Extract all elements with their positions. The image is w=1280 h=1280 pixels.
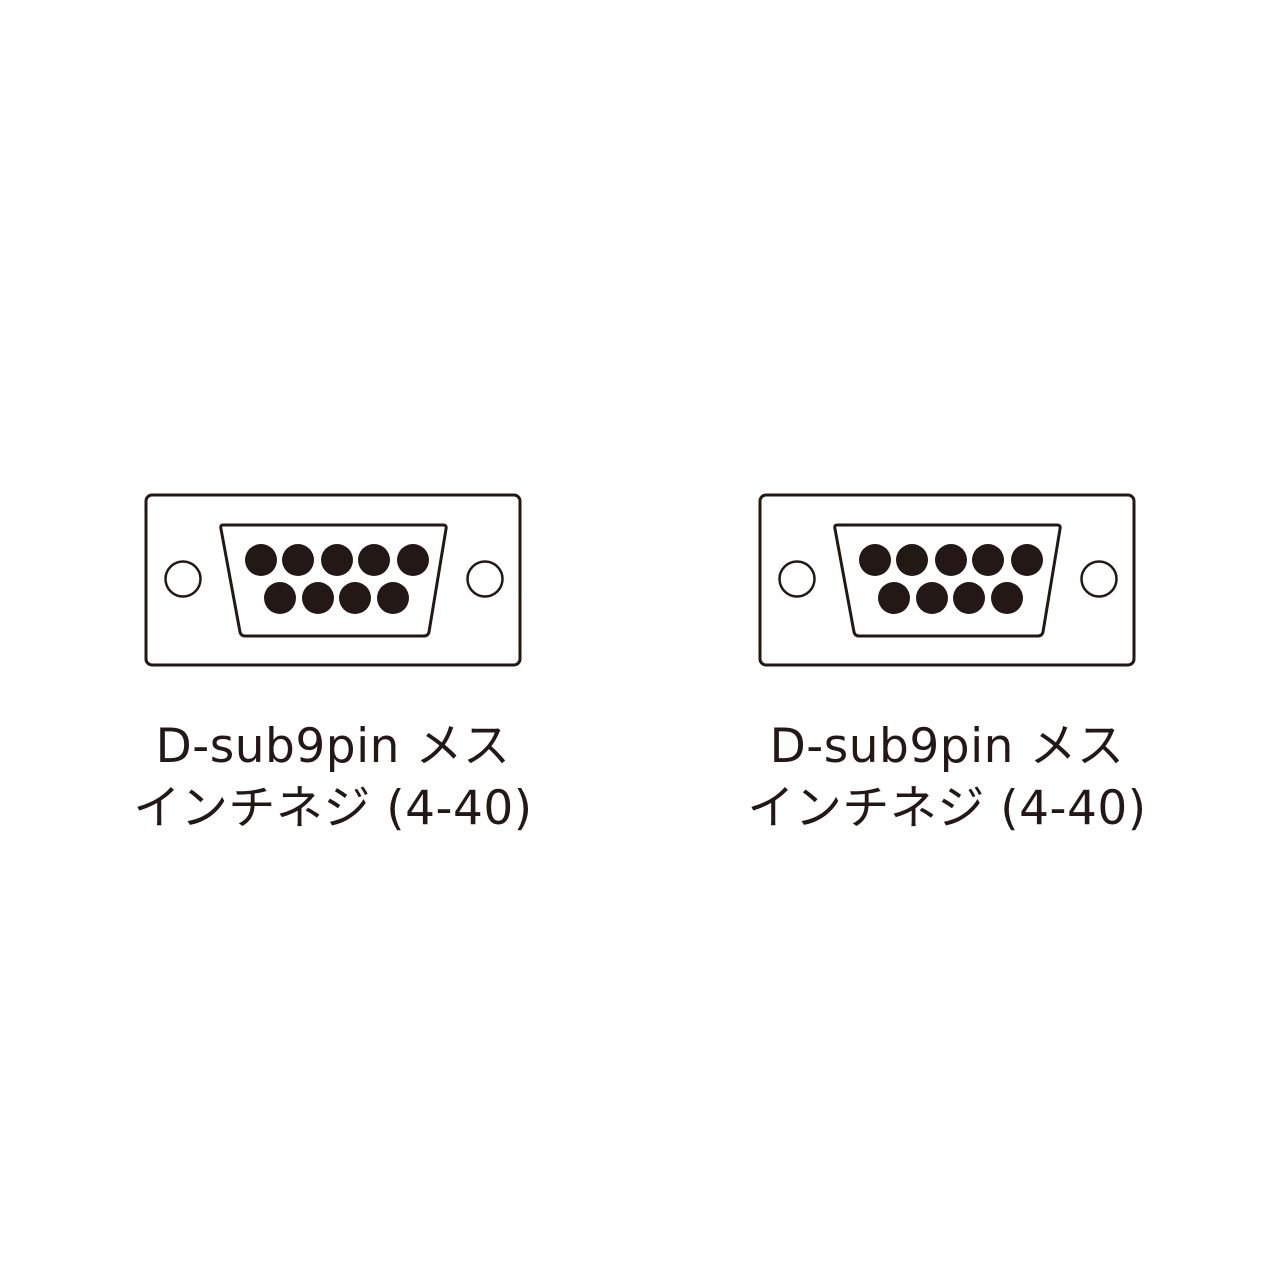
dsub9-female-icon <box>758 493 1136 667</box>
connector-left-label: D-sub9pin メス インチネジ (4-40) <box>53 716 613 840</box>
connector-right-diagram <box>757 492 1137 668</box>
screw-hole-icon <box>164 560 202 598</box>
connector-trapezoid <box>833 523 1062 638</box>
label-line-1: D-sub9pin メス <box>155 719 511 774</box>
screw-hole-icon <box>1080 560 1118 598</box>
connector-trapezoid <box>219 523 448 638</box>
screw-hole-icon <box>466 560 504 598</box>
label-line-1: D-sub9pin メス <box>769 719 1125 774</box>
label-line-2: インチネジ (4-40) <box>133 781 533 836</box>
dsub9-female-icon <box>144 493 522 667</box>
pin-row-bottom <box>264 582 409 614</box>
label-line-2: インチネジ (4-40) <box>747 781 1147 836</box>
connector-right-label: D-sub9pin メス インチネジ (4-40) <box>667 716 1227 840</box>
connector-left-diagram <box>143 492 523 668</box>
pin-row-top <box>859 544 1043 576</box>
pin-row-bottom <box>878 582 1023 614</box>
pin-row-top <box>245 544 429 576</box>
screw-hole-icon <box>778 560 816 598</box>
